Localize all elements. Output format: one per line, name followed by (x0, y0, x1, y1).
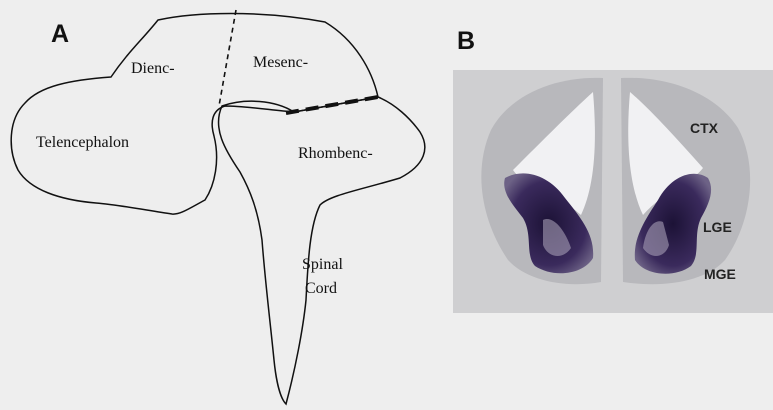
label-lge: LGE (703, 219, 732, 235)
panel-b-letter: B (457, 27, 475, 56)
label-cord: Cord (305, 279, 337, 299)
forebrain-outline (11, 14, 378, 215)
label-dienc: Dienc- (131, 59, 175, 79)
label-mge: MGE (704, 266, 736, 282)
dienc-mesenc-boundary (219, 10, 236, 106)
label-spinal: Spinal (302, 255, 343, 275)
label-ctx: CTX (690, 120, 718, 136)
label-mesenc: Mesenc- (253, 53, 308, 73)
label-telencephalon: Telencephalon (36, 133, 129, 153)
label-rhombenc: Rhombenc- (298, 144, 373, 164)
